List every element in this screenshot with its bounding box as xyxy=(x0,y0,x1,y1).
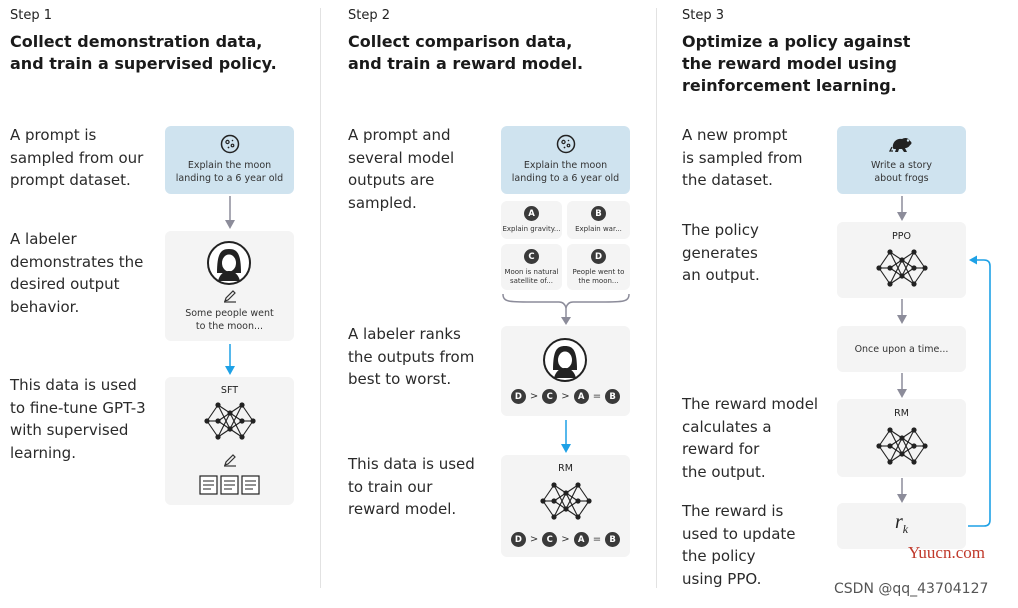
output-card-c: C Moon is natural satellite of... xyxy=(501,244,562,290)
step2-desc-rank: A labeler ranks the outputs from best to… xyxy=(348,325,475,388)
rank-b: B xyxy=(605,389,621,404)
rank-op-1: > xyxy=(529,534,539,545)
ranking-row: D > C > A = B xyxy=(501,389,630,404)
output-text-d: People went to the moon... xyxy=(572,268,625,285)
step1-label: Step 1 xyxy=(10,8,53,23)
rank-op-2: > xyxy=(561,534,570,545)
frog-icon xyxy=(889,137,912,152)
output-card-a: A Explain gravity... xyxy=(501,201,562,239)
moon-icon xyxy=(220,134,240,154)
output-letter-b: B xyxy=(591,206,606,221)
watermark-author: CSDN @qq_43704127 xyxy=(834,581,989,597)
neural-network-icon xyxy=(204,402,256,440)
step1-output-text: Some people went to the moon... xyxy=(185,308,274,332)
documents-icon xyxy=(199,475,260,495)
rank-op-3: = xyxy=(592,391,602,402)
rank-op-2: > xyxy=(561,391,570,402)
step1-prompt-card: Explain the moon landing to a 6 year old xyxy=(165,126,294,194)
step2-prompt-text: Explain the moon landing to a 6 year old xyxy=(511,160,620,184)
neural-network-icon xyxy=(540,482,592,520)
step1-desc-labeler: A labeler demonstrates the desired outpu… xyxy=(10,230,144,316)
reward-r: r xyxy=(894,511,903,533)
pencil-icon xyxy=(224,290,236,303)
step3-arrow-3 xyxy=(897,373,907,398)
step1-prompt-text: Explain the moon landing to a 6 year old xyxy=(175,160,284,184)
step1-labeler-card: Some people went to the moon... xyxy=(165,231,294,341)
step3-rm-label: RM xyxy=(894,408,909,419)
reward-subscript: k xyxy=(902,522,909,536)
output-text-a: Explain gravity... xyxy=(502,225,561,233)
rank-a: A xyxy=(573,389,589,404)
step3-prompt-card: Write a story about frogs xyxy=(837,126,966,194)
step1-desc-prompt: A prompt is sampled from our prompt data… xyxy=(10,126,144,189)
step3-desc-prompt: A new prompt is sampled from the dataset… xyxy=(682,126,803,189)
step2-arrow-blue xyxy=(561,420,571,453)
rank-a: A xyxy=(573,532,589,547)
step1-arrow-2 xyxy=(225,344,235,375)
step3-label: Step 3 xyxy=(682,8,725,23)
step1-sft-card: SFT xyxy=(165,377,294,505)
rank-op-3: = xyxy=(592,534,602,545)
column-divider-1 xyxy=(320,8,321,588)
rank-d: D xyxy=(510,389,526,404)
step1-title: Collect demonstration data, and train a … xyxy=(10,32,277,73)
step2-desc-sample: A prompt and several model outputs are s… xyxy=(348,126,455,212)
rm-ranking-row: D > C > A = B xyxy=(501,532,630,547)
step3-output-card: Once upon a time... xyxy=(837,326,966,372)
step3-desc-update: The reward is used to update the policy … xyxy=(682,502,796,588)
step2-title: Collect comparison data, and train a rew… xyxy=(348,32,584,73)
rank-d: D xyxy=(510,532,526,547)
rank-c: C xyxy=(542,532,558,547)
step3-output-text: Once upon a time... xyxy=(854,344,949,355)
step3-desc-policy: The policy generates an output. xyxy=(682,221,760,284)
step2-rm-card: RM D > C > A = B xyxy=(501,455,630,557)
ppo-label: PPO xyxy=(892,231,911,242)
step3-reward-card: rk xyxy=(837,503,966,549)
step2-prompt-card: Explain the moon landing to a 6 year old xyxy=(501,126,630,194)
step3-desc-reward-model: The reward model calculates a reward for… xyxy=(682,395,819,481)
step2-brace-arrow xyxy=(502,293,630,325)
rank-op-1: > xyxy=(529,391,539,402)
step3-prompt-text: Write a story about frogs xyxy=(871,160,932,184)
watermark-site: Yuucn.com xyxy=(908,543,985,562)
step2-ranking-card: D > C > A = B xyxy=(501,326,630,416)
pencil-icon xyxy=(224,454,236,467)
step1-arrow-1 xyxy=(225,196,235,229)
labeler-avatar-icon xyxy=(207,241,251,285)
rank-b: B xyxy=(605,532,621,547)
step3-rm-card: RM xyxy=(837,399,966,477)
moon-icon xyxy=(556,134,576,154)
output-letter-d: D xyxy=(591,249,606,264)
output-letter-c: C xyxy=(524,249,539,264)
rank-c: C xyxy=(542,389,558,404)
output-text-b: Explain war... xyxy=(575,225,622,233)
sft-label: SFT xyxy=(220,385,239,396)
reward-symbol: rk xyxy=(837,511,966,537)
step1-desc-finetune: This data is used to fine-tune GPT-3 wit… xyxy=(10,376,146,462)
step2-desc-train: This data is used to train our reward mo… xyxy=(348,455,475,518)
step3-title: Optimize a policy against the reward mod… xyxy=(682,32,911,95)
step3-arrow-2 xyxy=(897,299,907,324)
neural-network-icon xyxy=(876,249,928,287)
step3-arrow-4 xyxy=(897,478,907,503)
output-card-d: D People went to the moon... xyxy=(567,244,630,290)
step2-label: Step 2 xyxy=(348,8,391,23)
column-divider-2 xyxy=(656,8,657,588)
output-card-b: B Explain war... xyxy=(567,201,630,239)
step3-ppo-card: PPO xyxy=(837,222,966,298)
output-letter-a: A xyxy=(524,206,539,221)
step3-arrow-1 xyxy=(897,196,907,221)
feedback-loop-arrow xyxy=(968,255,991,527)
neural-network-icon xyxy=(876,427,928,465)
rm-label: RM xyxy=(558,463,573,474)
output-text-c: Moon is natural satellite of... xyxy=(504,268,559,285)
labeler-avatar-icon xyxy=(543,338,587,382)
